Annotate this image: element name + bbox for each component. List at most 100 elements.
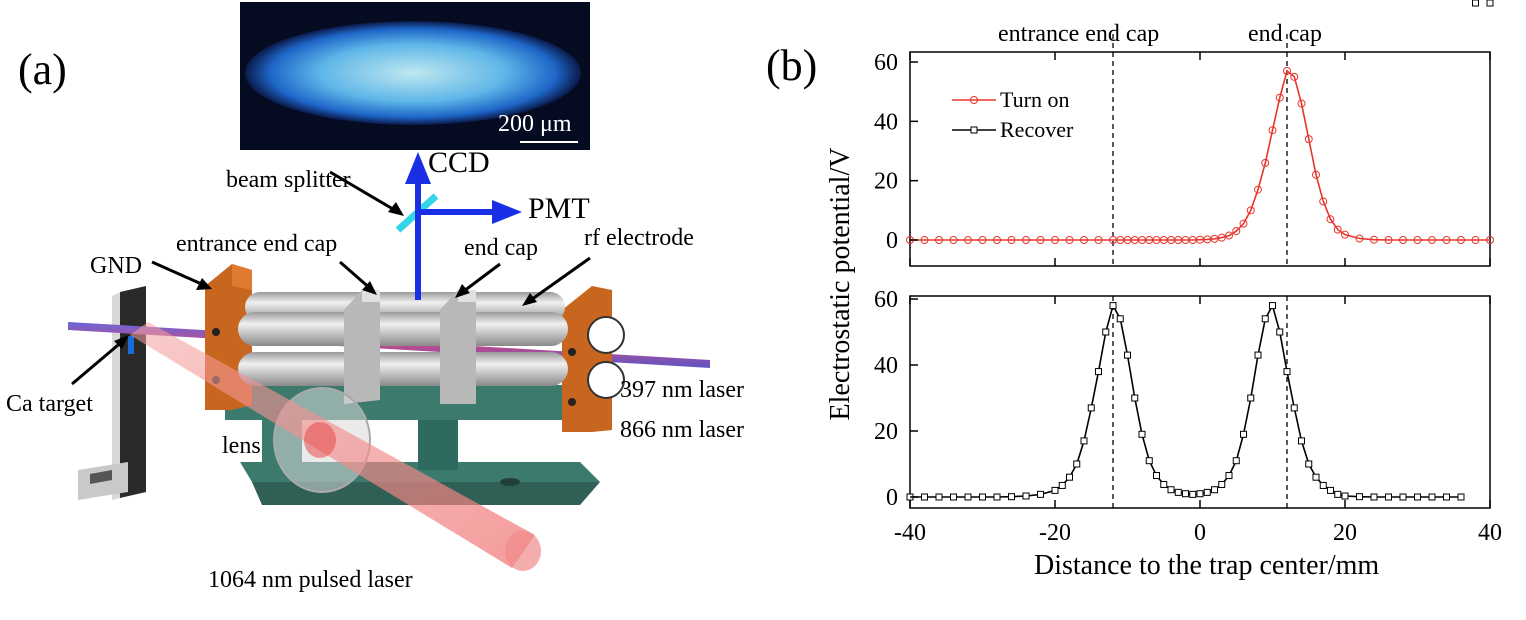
y-tick-label-bottom: 60 [874, 287, 898, 313]
data-point [1246, 206, 1255, 215]
data-point [1036, 236, 1045, 244]
data-point [950, 493, 957, 501]
y-tick-label-top: 60 [874, 50, 898, 76]
data-point [1341, 230, 1349, 239]
data-point [1073, 460, 1081, 468]
data-point [1239, 219, 1248, 228]
x-tick-label: 20 [1333, 520, 1357, 546]
x-tick-label: 40 [1478, 520, 1502, 546]
laser-866-label: 866 nm laser [620, 417, 744, 443]
data-point [1334, 490, 1342, 498]
data-point [1384, 236, 1393, 244]
data-point [1385, 493, 1392, 501]
data-point [1232, 227, 1241, 236]
data-point [1232, 457, 1240, 465]
data-point [1217, 233, 1226, 242]
y-tick-label-bottom: 40 [874, 353, 898, 379]
marker-label-entrance-end-cap: entrance end cap [998, 21, 1160, 47]
ccd-arrow [405, 152, 431, 184]
data-point [1356, 493, 1363, 501]
data-point [979, 493, 986, 501]
data-point [1022, 492, 1030, 500]
data-point [1341, 492, 1349, 500]
data-point [993, 236, 1001, 244]
data-point [1413, 236, 1422, 244]
data-point [1102, 328, 1110, 336]
data-point [1269, 302, 1276, 310]
data-point [1153, 472, 1160, 480]
data-point [1442, 236, 1451, 244]
data-point [1333, 225, 1342, 234]
data-point [1370, 235, 1378, 244]
top-plot-frame [909, 51, 1491, 267]
gnd-label: GND [90, 253, 142, 279]
panel-b-label: (b) [766, 41, 818, 90]
data-point [978, 236, 987, 244]
entrance-end-cap-label: entrance end cap [176, 231, 338, 257]
data-point [1254, 351, 1262, 359]
y-axis-title: Electrostatic potential/V [825, 147, 856, 421]
data-point [1225, 231, 1233, 240]
data-point [1131, 394, 1139, 402]
data-point [1261, 315, 1269, 323]
data-point [1283, 66, 1291, 75]
pmt-arrow [492, 200, 522, 224]
data-point [1051, 486, 1059, 494]
data-point [1109, 302, 1117, 310]
data-point [1472, 0, 1479, 7]
x-tick-label: -20 [1039, 520, 1071, 546]
data-point [935, 236, 943, 244]
end-cap-label: end cap [464, 235, 538, 261]
data-point [1261, 158, 1270, 167]
data-point [1196, 490, 1204, 498]
legend-marker-recover [970, 126, 978, 134]
ca-target-label: Ca target [6, 391, 93, 417]
data-point [935, 493, 943, 501]
data-point [1486, 0, 1494, 7]
series-line-turn-on [910, 69, 1490, 241]
data-point [1327, 486, 1334, 494]
data-point [1457, 236, 1465, 244]
data-point [1116, 315, 1124, 323]
rf-electrode-label: rf electrode [584, 225, 694, 251]
ion-crystal [245, 21, 581, 125]
data-point [964, 493, 972, 501]
series-line-recover [910, 303, 1461, 498]
data-point [1254, 185, 1262, 194]
data-point [1211, 486, 1218, 494]
data-point [1087, 404, 1095, 412]
marker-label-end-cap: end cap [1248, 21, 1322, 47]
data-point [1094, 236, 1103, 244]
data-point [1414, 493, 1421, 501]
beam-splitter-label: beam splitter [226, 167, 351, 193]
data-point [1457, 493, 1465, 501]
data-point [1305, 460, 1313, 468]
x-tick-label: 0 [1194, 520, 1206, 546]
data-point [949, 236, 958, 244]
data-point [1080, 437, 1088, 445]
data-point [1124, 351, 1131, 359]
data-point [1138, 430, 1146, 438]
data-point [1058, 481, 1066, 489]
data-point [1298, 437, 1305, 445]
data-point [1080, 236, 1088, 244]
data-point [1203, 488, 1211, 496]
data-point [1399, 236, 1407, 244]
data-point [1283, 368, 1291, 376]
data-point [1276, 328, 1284, 336]
y-tick-label-bottom: 0 [886, 485, 898, 511]
data-point [1304, 135, 1313, 144]
data-point [1167, 486, 1175, 494]
data-point [1160, 480, 1168, 488]
data-point [1486, 236, 1494, 244]
data-point [1189, 490, 1197, 498]
data-point [1290, 72, 1299, 81]
legend-label-recover: Recover [1000, 117, 1074, 142]
data-point [1037, 490, 1044, 498]
legend-label-turn-on: Turn on [1000, 87, 1070, 112]
data-point [1240, 430, 1247, 438]
apparatus-diagram [68, 2, 710, 571]
data-point [1326, 215, 1335, 224]
y-tick-label-top: 20 [874, 169, 898, 195]
